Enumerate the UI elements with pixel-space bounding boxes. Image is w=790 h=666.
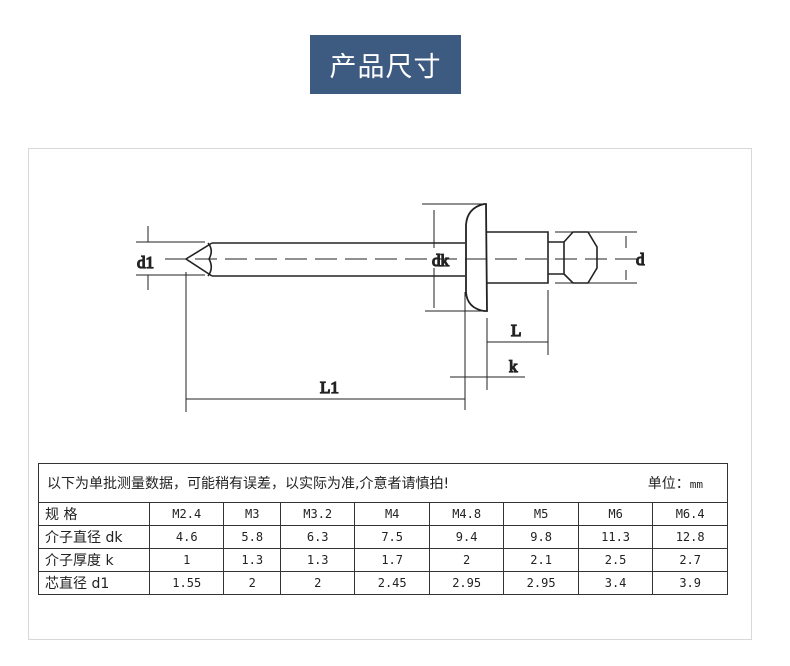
label-L1: L1 <box>320 378 339 397</box>
mandrel-head <box>548 231 598 284</box>
cell: 7.5 <box>354 525 430 549</box>
cell: 5.8 <box>223 525 281 549</box>
cell: 6.3 <box>279 525 356 549</box>
table-row: 芯直径 d1 1.55 2 2 2.45 2.95 2.95 3.4 3.9 <box>38 571 728 595</box>
rivet-dimension-diagram: d1 dk d L k L1 <box>136 203 646 412</box>
table-row: 介子直径 dk 4.6 5.8 6.3 7.5 9.4 9.8 11.3 12.… <box>38 525 728 549</box>
cell: 4.6 <box>148 525 225 549</box>
section-title: 产品尺寸 <box>310 35 461 94</box>
label-d: d <box>636 250 645 269</box>
cell: 2.95 <box>503 571 579 595</box>
table-note: 以下为单批测量数据，可能稍有误差，以实际为准,介意者请慎拍! <box>47 476 450 492</box>
label-k: k <box>509 357 518 376</box>
cell: 1.3 <box>279 548 356 572</box>
cell: 1.55 <box>148 571 225 595</box>
cell: 2 <box>279 571 356 595</box>
cell: M3.2 <box>279 502 356 526</box>
label-d1: d1 <box>137 253 154 272</box>
rivet-flange <box>465 203 488 312</box>
cell: 1.7 <box>354 548 430 572</box>
row-label: 规 格 <box>38 502 150 526</box>
rivet-body <box>487 231 549 284</box>
row-label: 芯直径 d1 <box>38 571 150 595</box>
cell: 9.8 <box>503 525 579 549</box>
table-note-row: 以下为单批测量数据，可能稍有误差，以实际为准,介意者请慎拍! 单位：mm <box>38 463 728 503</box>
cell: 3.9 <box>652 571 728 595</box>
cell: 9.4 <box>428 525 505 549</box>
cell: 2 <box>223 571 281 595</box>
cell: M5 <box>503 502 579 526</box>
cell: M3 <box>223 502 281 526</box>
row-label: 介子直径 dk <box>38 525 150 549</box>
mandrel-shaft <box>184 242 465 277</box>
cell: 2.45 <box>354 571 430 595</box>
cell: 2 <box>428 548 505 572</box>
cell: 2.7 <box>652 548 728 572</box>
cell: 12.8 <box>652 525 728 549</box>
cell: 2.1 <box>503 548 579 572</box>
cell: 11.3 <box>577 525 654 549</box>
unit-value: mm <box>689 478 703 491</box>
label-dk: dk <box>432 251 450 270</box>
table-row: 规 格 M2.4 M3 M3.2 M4 M4.8 M5 M6 M6.4 <box>38 502 728 526</box>
cell: 1 <box>148 548 225 572</box>
cell: 2.95 <box>428 571 505 595</box>
table-row: 介子厚度 k 1 1.3 1.3 1.7 2 2.1 2.5 2.7 <box>38 548 728 572</box>
cell: 1.3 <box>223 548 281 572</box>
content-frame <box>28 148 752 640</box>
cell: 3.4 <box>577 571 654 595</box>
label-L: L <box>511 321 521 340</box>
cell: M4 <box>354 502 430 526</box>
cell: 2.5 <box>577 548 654 572</box>
cell: M6 <box>577 502 654 526</box>
spec-table: 以下为单批测量数据，可能稍有误差，以实际为准,介意者请慎拍! 单位：mm 规 格… <box>38 463 728 595</box>
row-label: 介子厚度 k <box>38 548 150 572</box>
cell: M6.4 <box>652 502 728 526</box>
unit-label: 单位：mm <box>647 476 703 492</box>
cell: M2.4 <box>148 502 225 526</box>
cell: M4.8 <box>428 502 505 526</box>
